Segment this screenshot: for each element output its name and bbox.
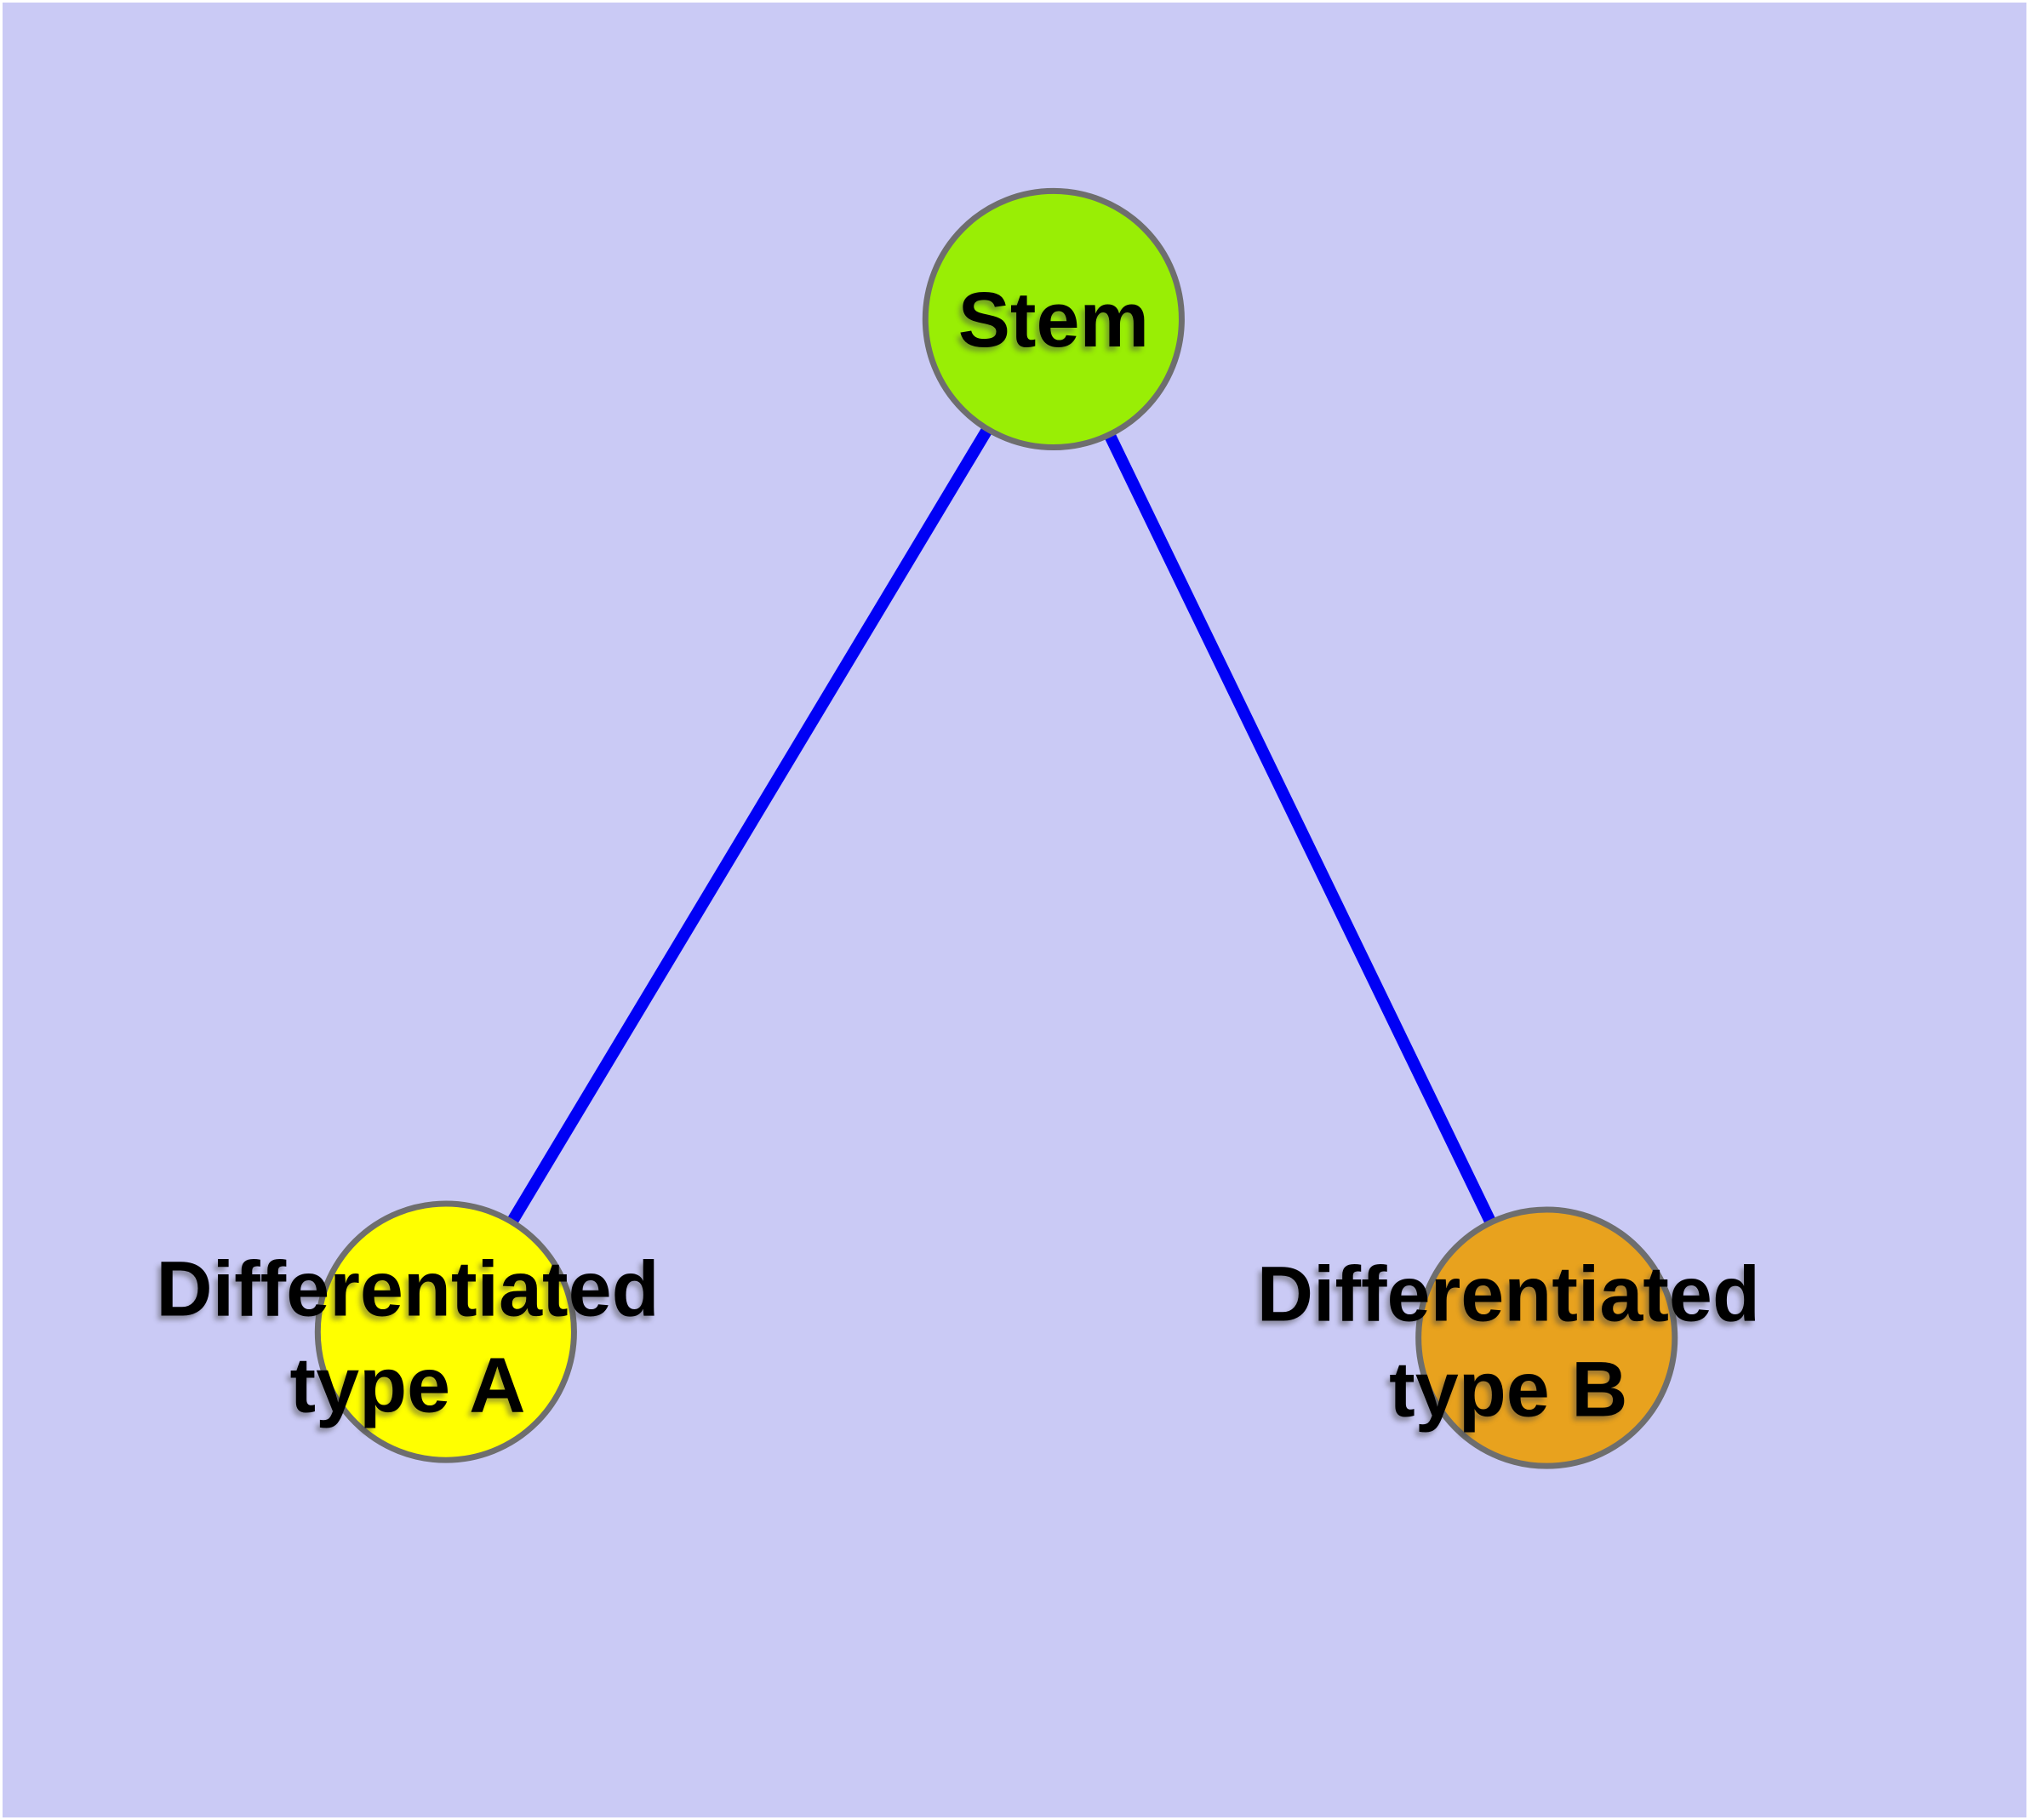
edges-layer (440, 316, 1552, 1341)
edge-stem-diff-a (440, 316, 1059, 1336)
edge-stem-diff-b (1048, 316, 1552, 1341)
node-label-stem-line1: Stem (958, 277, 1149, 363)
node-label-diff-a-line1: Differentiated (156, 1246, 659, 1333)
nodes-layer (314, 187, 1678, 1469)
node-diff-b (1415, 1206, 1678, 1469)
node-stem (922, 187, 1185, 451)
node-label-diff-a-line2: type A (290, 1342, 526, 1428)
node-diff-a (314, 1200, 577, 1463)
node-label-diff-b-line1: Differentiated (1257, 1251, 1760, 1338)
node-label-diff-b-line2: type B (1389, 1346, 1627, 1433)
